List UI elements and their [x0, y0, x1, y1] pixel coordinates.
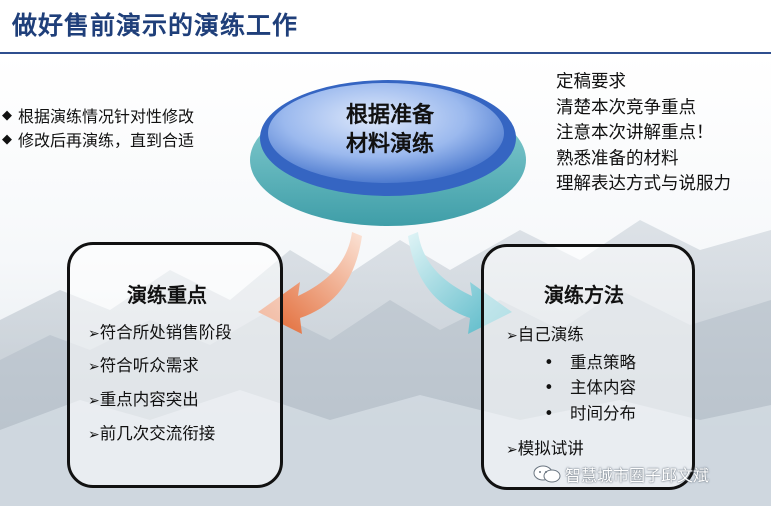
- watermark-text: 智慧城市圈子邱文斌: [565, 466, 710, 485]
- note-line: 清楚本次竞争重点: [556, 97, 696, 118]
- focus-item: ➢前几次交流衔接: [88, 424, 216, 443]
- note-line: 理解表达方式与说服力: [556, 174, 731, 194]
- focus-item: ➢符合所处销售阶段: [88, 323, 232, 342]
- left-bullet: ◆ 根据演练情况针对性修改: [2, 103, 194, 127]
- focus-item: ➢重点内容突出: [88, 390, 199, 409]
- note-line: 熟悉准备的材料: [556, 148, 679, 169]
- method-subitem: •时间分布: [544, 404, 636, 423]
- left-bullet-text: 根据演练情况针对性修改: [18, 107, 195, 126]
- arrow-bullet-icon: ➢: [88, 427, 100, 443]
- arrow-bullet-icon: ➢: [88, 393, 100, 409]
- rehearsal-focus-title: 演练重点: [127, 283, 207, 307]
- left-bullet: ◆ 修改后再演练，直到合适: [2, 127, 194, 151]
- arrow-bullet-icon: ➢: [506, 328, 518, 344]
- slide-title: 做好售前演示的演练工作: [12, 11, 299, 40]
- method-item: ➢模拟试讲: [506, 439, 584, 458]
- arrow-bullet-icon: ➢: [506, 442, 518, 458]
- watermark: 智慧城市圈子邱文斌: [533, 462, 709, 486]
- arrow-bullet-icon: ➢: [88, 326, 100, 342]
- center-label-line1: 根据准备: [345, 103, 434, 128]
- method-item: ➢自己演练: [506, 325, 584, 344]
- left-bullet-list: ◆ 根据演练情况针对性修改 ◆ 修改后再演练，直到合适: [2, 103, 194, 151]
- method-subitem: •重点策略: [544, 353, 636, 372]
- dot-bullet-icon: •: [544, 378, 554, 397]
- center-disk-label: 根据准备 材料演练: [300, 101, 480, 159]
- left-bullet-text: 修改后再演练，直到合适: [18, 131, 195, 150]
- center-label-line2: 材料演练: [345, 132, 434, 157]
- rehearsal-focus-box: 演练重点 ➢符合所处销售阶段 ➢符合听众需求 ➢重点内容突出 ➢前几次交流衔接: [67, 242, 283, 488]
- diamond-bullet-icon: ◆: [2, 131, 12, 147]
- dot-bullet-icon: •: [544, 353, 554, 372]
- right-notes-list: 定稿要求 清楚本次竞争重点 注意本次讲解重点！ 熟悉准备的材料 理解表达方式与说…: [556, 70, 731, 198]
- arrow-bullet-icon: ➢: [88, 359, 100, 375]
- note-line: 注意本次讲解重点！: [556, 123, 714, 143]
- note-line: 定稿要求: [556, 72, 626, 92]
- title-divider: [0, 52, 771, 54]
- dot-bullet-icon: •: [544, 404, 554, 423]
- diamond-bullet-icon: ◆: [2, 107, 12, 123]
- left-curved-arrow-icon: [258, 232, 362, 334]
- rehearsal-method-box: 演练方法 ➢自己演练 •重点策略 •主体内容 •时间分布 ➢模拟试讲: [481, 244, 695, 490]
- wechat-icon: [533, 465, 561, 483]
- rehearsal-method-title: 演练方法: [544, 283, 624, 307]
- method-subitem: •主体内容: [544, 378, 636, 397]
- focus-item: ➢符合听众需求: [88, 356, 199, 375]
